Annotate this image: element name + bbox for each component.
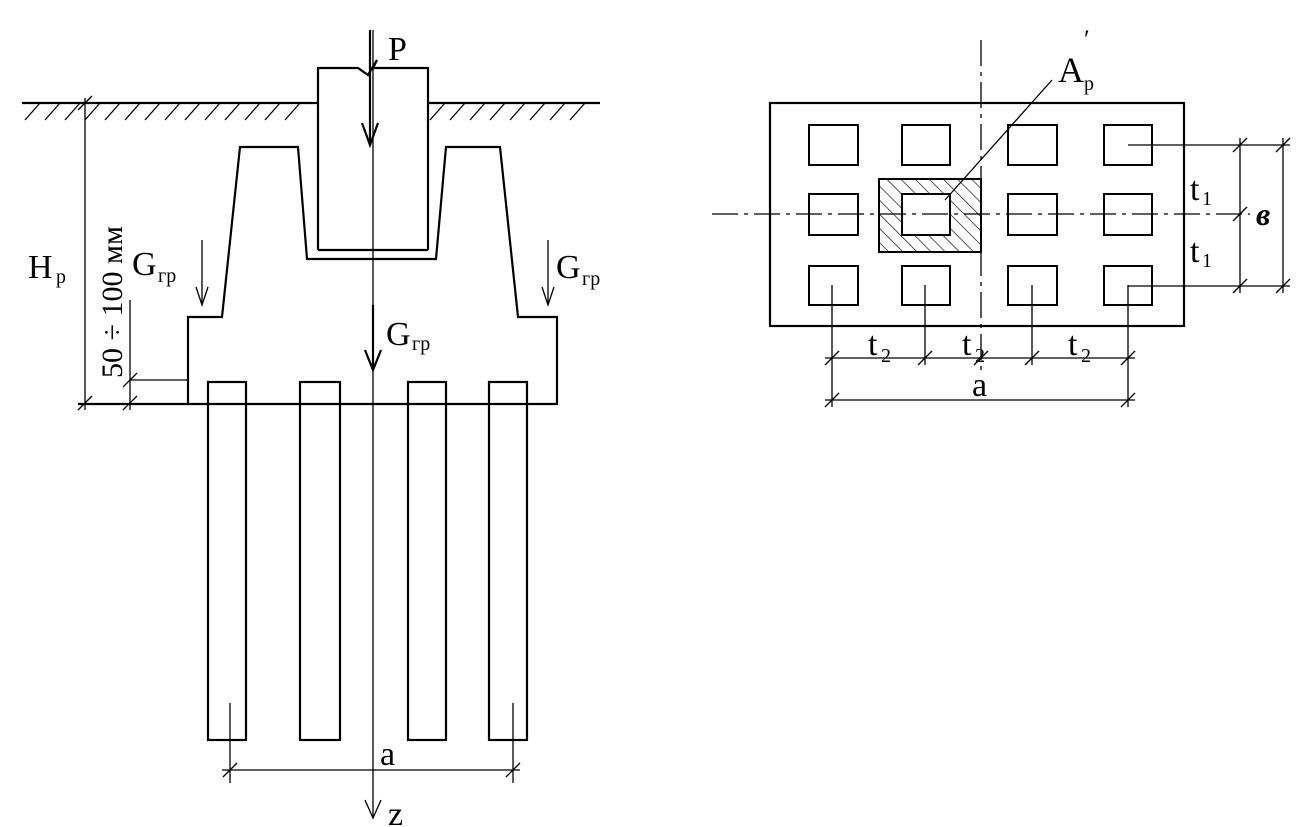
soil-arrow-left — [195, 240, 209, 308]
clearance-label: 50 ÷ 100 мм — [96, 226, 129, 378]
svg-text:H: H — [28, 249, 53, 286]
section-view: P H p 50 ÷ 100 мм G гр G гр G гр a z — [22, 30, 600, 827]
spacing-t2-right-label: t 2 — [1068, 326, 1091, 367]
svg-text:2: 2 — [881, 345, 891, 367]
width-b-label: в — [1256, 196, 1270, 232]
area-leader — [944, 79, 1053, 201]
plan-pile — [901, 265, 951, 306]
soil-arrow-center — [363, 305, 383, 373]
soil-weight-center-label: G гр — [386, 316, 430, 355]
depth-dimension — [77, 95, 93, 411]
svg-text:2: 2 — [975, 345, 985, 367]
bottom-dimensions — [824, 285, 1136, 408]
svg-text:2: 2 — [1081, 345, 1091, 367]
width-label: a — [380, 736, 395, 773]
right-dimensions — [1128, 137, 1291, 294]
plan-pile — [1007, 124, 1058, 166]
soil-weight-right-label: G гр — [556, 249, 600, 290]
svg-text:t: t — [1190, 233, 1200, 270]
svg-text:гр: гр — [412, 333, 430, 355]
spacing-t1-lower-label: t 1 — [1190, 233, 1212, 272]
svg-text:гр: гр — [158, 265, 176, 287]
plan-pile — [808, 265, 859, 306]
svg-text:p: p — [56, 266, 66, 288]
soil-arrow-right — [541, 240, 555, 308]
load-arrow-p — [360, 30, 380, 149]
svg-text:G: G — [556, 249, 581, 286]
svg-text:G: G — [386, 316, 411, 353]
svg-text:t: t — [868, 326, 878, 363]
clearance-dimension — [122, 300, 188, 411]
pile-1 — [206, 380, 248, 742]
pile-cap — [186, 145, 559, 406]
plan-view: A ′ p t 1 t 1 в t 2 t 2 t 2 a — [712, 25, 1291, 408]
svg-text:1: 1 — [1202, 188, 1212, 210]
width-dimension — [222, 703, 521, 783]
axis-label: z — [388, 796, 403, 827]
plan-pile — [901, 124, 951, 166]
piles — [206, 380, 529, 742]
ground-surface — [22, 101, 600, 121]
pile-3 — [406, 380, 448, 742]
svg-text:гр: гр — [582, 268, 600, 290]
svg-text:p: p — [1084, 73, 1094, 95]
center-axis — [364, 30, 382, 820]
svg-text:G: G — [132, 246, 157, 283]
svg-text:t: t — [1068, 326, 1078, 363]
length-a-label: a — [972, 367, 987, 404]
depth-label: H p — [28, 249, 66, 288]
area-label: A ′ p — [1058, 25, 1094, 95]
load-label: P — [388, 31, 407, 68]
pile-4 — [487, 380, 529, 742]
spacing-t2-left-label: t 2 — [868, 326, 891, 367]
soil-weight-left-label: G гр — [132, 246, 176, 287]
plan-pile — [808, 124, 859, 166]
svg-text:t: t — [1190, 171, 1200, 208]
svg-text:A: A — [1058, 50, 1084, 90]
spacing-t2-mid-label: t 2 — [962, 326, 985, 367]
svg-text:t: t — [962, 326, 972, 363]
spacing-t1-upper-label: t 1 — [1190, 171, 1212, 210]
svg-text:′: ′ — [1084, 25, 1090, 54]
svg-text:1: 1 — [1202, 250, 1212, 272]
pile-2 — [298, 380, 342, 742]
